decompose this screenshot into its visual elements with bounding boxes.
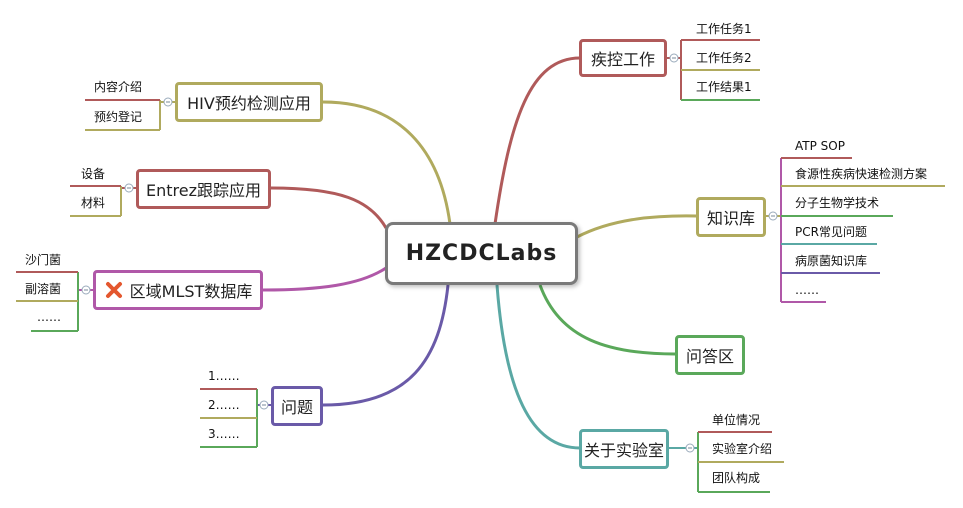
connector-mlst xyxy=(262,266,387,292)
leaf-knowledge-2[interactable]: 食源性疾病快速检测方案 xyxy=(795,167,928,181)
branch-issues[interactable]: 问题 xyxy=(271,386,323,426)
close-x-icon xyxy=(105,282,122,298)
leaf-about-2[interactable]: 实验室介绍 xyxy=(712,442,773,456)
branch-qa-label: 问答区 xyxy=(685,347,734,366)
connector-qa xyxy=(538,284,676,356)
connector-cdc-work xyxy=(493,56,581,225)
leaf-mlst-3[interactable]: …… xyxy=(37,310,61,324)
leaf-entrez-2[interactable]: 材料 xyxy=(81,196,106,210)
branch-cdc-work[interactable]: 疾控工作 xyxy=(579,39,667,77)
leaf-issues-2[interactable]: 2…… xyxy=(208,398,240,412)
about-leaf-lines xyxy=(669,431,784,493)
leaf-about-1[interactable]: 单位情况 xyxy=(712,413,761,427)
connector-entrez xyxy=(270,186,388,229)
leaf-knowledge-6[interactable]: …… xyxy=(795,283,819,297)
leaf-issues-1[interactable]: 1…… xyxy=(208,369,240,383)
entrez-leaf-lines xyxy=(70,183,136,217)
root-node[interactable]: HZCDCLabs xyxy=(385,222,578,285)
branch-entrez[interactable]: Entrez跟踪应用 xyxy=(136,169,271,209)
branch-hiv[interactable]: HIV预约检测应用 xyxy=(175,82,323,122)
branch-mlst-label: 区域MLST数据库 xyxy=(129,282,253,301)
leaf-knowledge-3[interactable]: 分子生物学技术 xyxy=(795,196,880,210)
branch-entrez-label: Entrez跟踪应用 xyxy=(146,181,261,200)
leaf-hiv-1[interactable]: 内容介绍 xyxy=(94,80,143,94)
connector-hiv xyxy=(322,100,452,225)
leaf-mlst-2[interactable]: 副溶菌 xyxy=(25,282,62,296)
branch-qa[interactable]: 问答区 xyxy=(675,335,745,375)
branch-about-label: 关于实验室 xyxy=(583,441,664,460)
issues-leaf-lines xyxy=(200,388,271,448)
leaf-mlst-1[interactable]: 沙门菌 xyxy=(25,253,62,267)
mlst-leaf-lines xyxy=(16,271,93,332)
leaf-issues-3[interactable]: 3…… xyxy=(208,427,240,441)
connector-about xyxy=(495,284,581,450)
branch-knowledge[interactable]: 知识库 xyxy=(696,197,766,237)
leaf-cdc-work-3[interactable]: 工作结果1 xyxy=(696,80,752,94)
leaf-cdc-work-2[interactable]: 工作任务2 xyxy=(696,51,752,65)
cdc-work-leaf-lines xyxy=(667,39,760,101)
root-label: HZCDCLabs xyxy=(405,241,558,266)
branch-hiv-label: HIV预约检测应用 xyxy=(187,94,311,113)
leaf-hiv-2[interactable]: 预约登记 xyxy=(94,110,143,124)
leaf-entrez-1[interactable]: 设备 xyxy=(81,167,106,181)
hiv-leaf-lines xyxy=(85,97,175,131)
connector-issues xyxy=(322,284,450,407)
branch-issues-label: 问题 xyxy=(280,398,313,417)
branch-knowledge-label: 知识库 xyxy=(706,209,755,228)
leaf-knowledge-5[interactable]: 病原菌知识库 xyxy=(795,254,868,268)
leaf-knowledge-1[interactable]: ATP SOP xyxy=(795,139,845,153)
leaf-knowledge-4[interactable]: PCR常见问题 xyxy=(795,225,867,239)
leaf-about-3[interactable]: 团队构成 xyxy=(712,471,761,485)
leaf-cdc-work-1[interactable]: 工作任务1 xyxy=(696,22,752,36)
branch-about[interactable]: 关于实验室 xyxy=(579,429,669,469)
connector-knowledge xyxy=(576,214,698,239)
knowledge-leaf-lines xyxy=(766,157,945,303)
branch-mlst[interactable]: 区域MLST数据库 xyxy=(93,270,263,310)
branch-cdc-work-label: 疾控工作 xyxy=(590,50,655,69)
